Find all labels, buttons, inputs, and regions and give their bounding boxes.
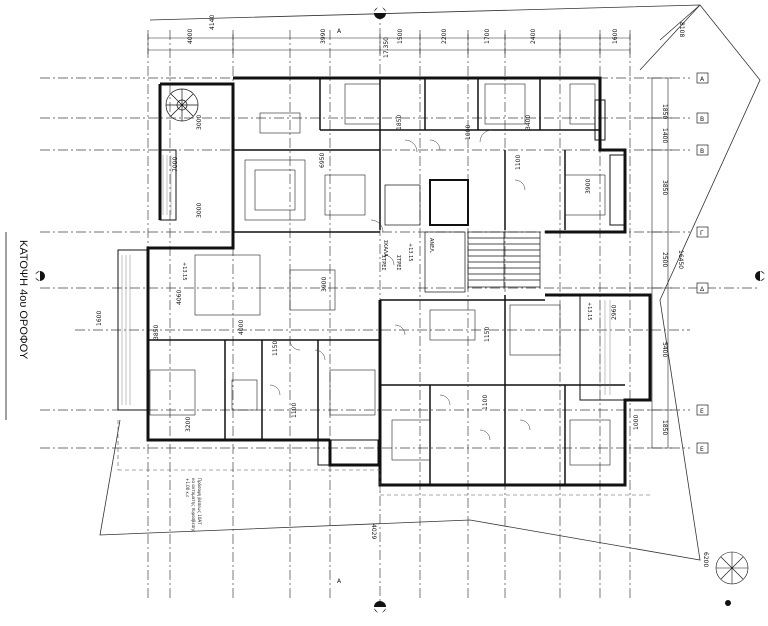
room-dim-18: 3400 <box>525 115 532 130</box>
dim-right-4: 2500 <box>661 252 668 267</box>
room-dim-6: 4000 <box>238 320 245 335</box>
room-dim-14: 1000 <box>633 415 640 430</box>
room-dimension-texts: 7000 3000 3000 6950 3900 4000 2960 3900 … <box>153 115 640 432</box>
room-dim-13: 1150 <box>484 327 491 342</box>
room-dim-11: 3200 <box>185 417 192 432</box>
north-arrow-icon <box>715 551 749 585</box>
dim-right-1: 1850 <box>661 104 668 119</box>
dim-top-5: 1700 <box>484 29 491 44</box>
section-marker-left <box>33 271 45 281</box>
tag-stres-1: ΣΤΡΕΣ <box>395 255 401 271</box>
grid-row-a: A <box>700 76 705 83</box>
room-dim-8: 3900 <box>585 179 592 194</box>
fire-note: Πρόσοψη βάσεως 10ΑΤ κα αυτοματης πυροσβε… <box>185 478 202 532</box>
room-dim-19: 4060 <box>176 290 183 305</box>
site-boundary <box>99 4 761 561</box>
level-3: +13.15 <box>586 302 592 321</box>
room-dim-1: 7000 <box>172 157 179 172</box>
room-dim-2: 3000 <box>196 115 203 130</box>
grid-row-e2: E <box>700 446 704 453</box>
room-dim-20: 3850 <box>153 325 160 340</box>
dim-right-2: 1400 <box>661 128 668 143</box>
dim-right-5: 5400 <box>661 342 668 357</box>
tag-stair: ΣΚΑΛΑ <box>382 240 388 257</box>
level-2: +13.15 <box>407 243 413 262</box>
fire-note-line-1: Πρόσοψη βάσεως 10ΑΤ <box>197 478 202 525</box>
room-dim-10: 1100 <box>291 403 298 418</box>
grid-row-b1: B <box>700 116 704 123</box>
dim-top-left: 4140 <box>209 15 216 30</box>
dim-bottom-mid: 4029 <box>370 524 377 539</box>
dim-top-6: 2400 <box>530 29 537 44</box>
tag-stres-2: ΣΤΡΕΣ <box>380 255 386 271</box>
drawing-title: ΚΑΤΟΨΗ 4ου ΟΡΟΦΟΥ <box>17 240 29 360</box>
dim-top-1: 4000 <box>187 29 194 44</box>
door-swings <box>269 129 531 441</box>
room-dim-15: 1100 <box>515 155 522 170</box>
offset-outline <box>117 420 650 496</box>
dim-side-right: 8108 <box>678 22 685 37</box>
dim-top-7: 1600 <box>612 29 619 44</box>
north-marker-dot <box>725 600 731 606</box>
balcony-hatching <box>121 155 611 405</box>
drawing-title-block: ΚΑΤΟΨΗ 4ου ΟΡΟΦΟΥ <box>5 232 29 420</box>
dim-bottom-right: 6200 <box>702 552 709 567</box>
tag-lift: ΑΝΕΛ. <box>428 238 434 254</box>
top-dimension-chain <box>147 34 631 54</box>
grid-tags-right <box>696 72 709 454</box>
interior-walls <box>148 78 625 485</box>
room-dim-5: 3900 <box>321 277 328 292</box>
right-dimension-chain <box>648 77 672 449</box>
fire-note-line-3: +1.00 κ.ε <box>185 478 190 497</box>
room-dim-3: 3000 <box>196 203 203 218</box>
grid-row-e1: E <box>700 408 704 415</box>
section-marker-right <box>755 271 767 281</box>
level-1: +13.15 <box>181 262 187 281</box>
fire-note-line-2: κα αυτοματης πυροσβεσης <box>191 478 196 532</box>
spiral-stair <box>165 88 199 122</box>
level-markers: +13.15 +13.15 +13.15 <box>181 243 592 321</box>
room-dim-4: 6950 <box>319 153 326 168</box>
dim-top-4: 2200 <box>441 29 448 44</box>
grid-row-b2: B <box>700 148 704 155</box>
room-dim-7: 2960 <box>611 305 618 320</box>
section-label-top: A <box>337 28 342 35</box>
dim-right-total: 16450 <box>677 250 684 269</box>
dim-left: 1600 <box>96 311 103 326</box>
top-dimension-texts: 4000 3990 1500 2200 1700 2400 1600 17.35… <box>187 15 619 58</box>
section-marker-bottom: A <box>337 578 387 615</box>
section-label-bottom: A <box>337 578 342 585</box>
exterior-walls <box>146 76 652 487</box>
stair-core <box>384 179 541 293</box>
dim-top-3: 1500 <box>397 29 404 44</box>
balconies <box>117 99 651 466</box>
dim-top-total: 17.350 <box>383 37 390 58</box>
furniture <box>149 83 611 466</box>
room-dim-17: 1000 <box>465 125 472 140</box>
room-dim-16: 1850 <box>396 115 403 130</box>
room-dim-9: 1150 <box>272 341 279 356</box>
room-tags: ΣΚΑΛΑ ΑΝΕΛ. ΣΤΡΕΣ ΣΤΡΕΣ <box>380 238 434 271</box>
section-marker-top: A <box>337 5 387 35</box>
dim-right-6: 1850 <box>661 420 668 435</box>
grid-tag-texts: A B B Γ Δ E E <box>700 76 705 453</box>
grid-row-d1: Δ <box>700 286 705 293</box>
dim-right-3: 3850 <box>661 180 668 195</box>
room-dim-12: 1100 <box>482 395 489 410</box>
grid-row-g: Γ <box>700 230 704 237</box>
right-dimension-texts: 1850 1400 3850 2500 5400 1850 16450 8108… <box>96 22 709 567</box>
dim-top-2: 3990 <box>320 29 327 44</box>
